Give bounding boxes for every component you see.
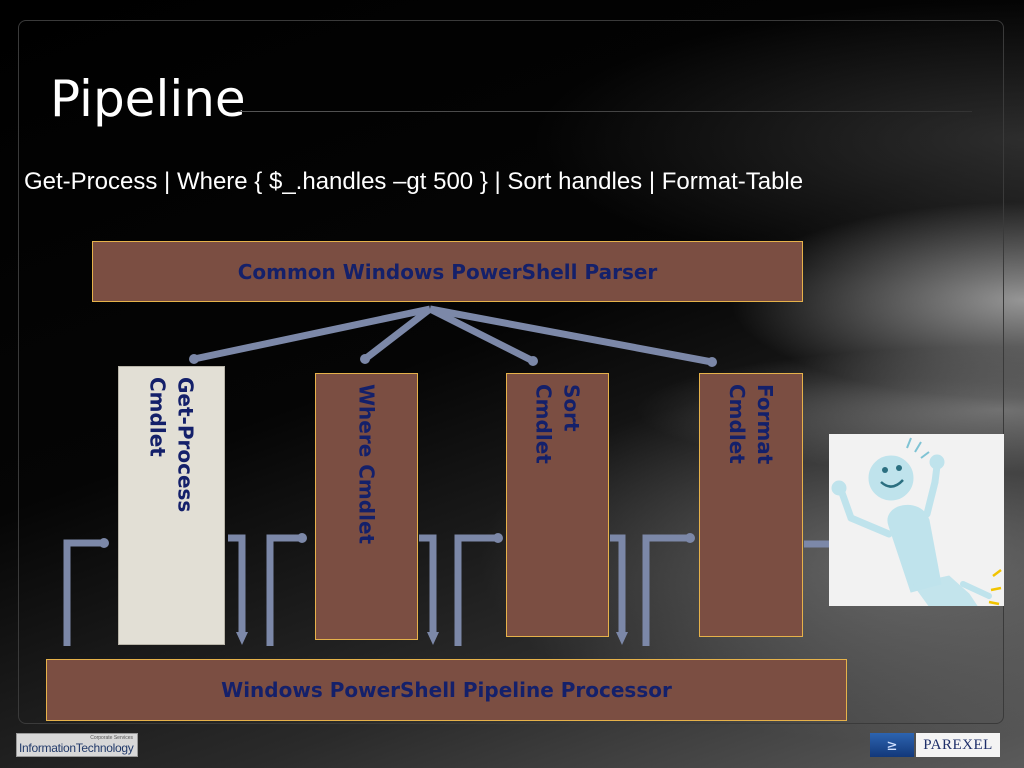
get-process-cmdlet-box: Get-Process Cmdlet xyxy=(118,366,225,645)
fan-arrow-format xyxy=(429,305,713,366)
slide-title: Pipeline xyxy=(50,70,246,128)
pipe-out-where xyxy=(419,534,437,634)
sort-cmdlet-label: Sort Cmdlet xyxy=(531,384,584,464)
get-process-cmdlet-label: Get-Process Cmdlet xyxy=(145,377,198,513)
processor-label: Windows PowerShell Pipeline Processor xyxy=(221,678,672,702)
parser-label: Common Windows PowerShell Parser xyxy=(237,259,658,284)
it-logo-subtitle: Corporate Services xyxy=(90,735,133,741)
fan-arrow-get xyxy=(193,305,431,363)
parexel-wordmark: PAREXEL xyxy=(916,733,1000,757)
pipe-in-get xyxy=(63,539,104,646)
pipe-out-sort xyxy=(610,534,626,634)
format-cmdlet-box: Format Cmdlet xyxy=(699,373,803,637)
happy-figure-clipart xyxy=(829,434,1004,607)
sort-cmdlet-box: Sort Cmdlet xyxy=(506,373,609,637)
happy-figure-icon xyxy=(831,437,1002,607)
it-logo: Corporate Services InformationTechnology xyxy=(16,733,138,757)
slide-frame xyxy=(18,20,1004,724)
title-rule xyxy=(238,111,972,112)
where-cmdlet-label: Where Cmdlet xyxy=(354,384,379,545)
pipe-out-get xyxy=(228,534,246,634)
parexel-logo: ≥ PAREXEL xyxy=(870,733,1000,757)
pipe-in-where xyxy=(266,534,302,646)
where-cmdlet-box: Where Cmdlet xyxy=(315,373,418,640)
pipeline-processor-box: Windows PowerShell Pipeline Processor xyxy=(46,659,847,721)
pipe-in-format xyxy=(642,534,690,646)
format-cmdlet-label: Format Cmdlet xyxy=(725,384,777,465)
it-logo-text: InformationTechnology xyxy=(19,741,134,755)
parser-box: Common Windows PowerShell Parser xyxy=(92,241,803,302)
fan-arrow-where xyxy=(362,306,433,362)
fan-arrow-sort xyxy=(428,305,535,365)
parexel-mark-icon: ≥ xyxy=(870,733,914,757)
pipeline-command: Get-Process | Where { $_.handles –gt 500… xyxy=(24,168,804,195)
pipe-in-sort xyxy=(454,534,498,646)
